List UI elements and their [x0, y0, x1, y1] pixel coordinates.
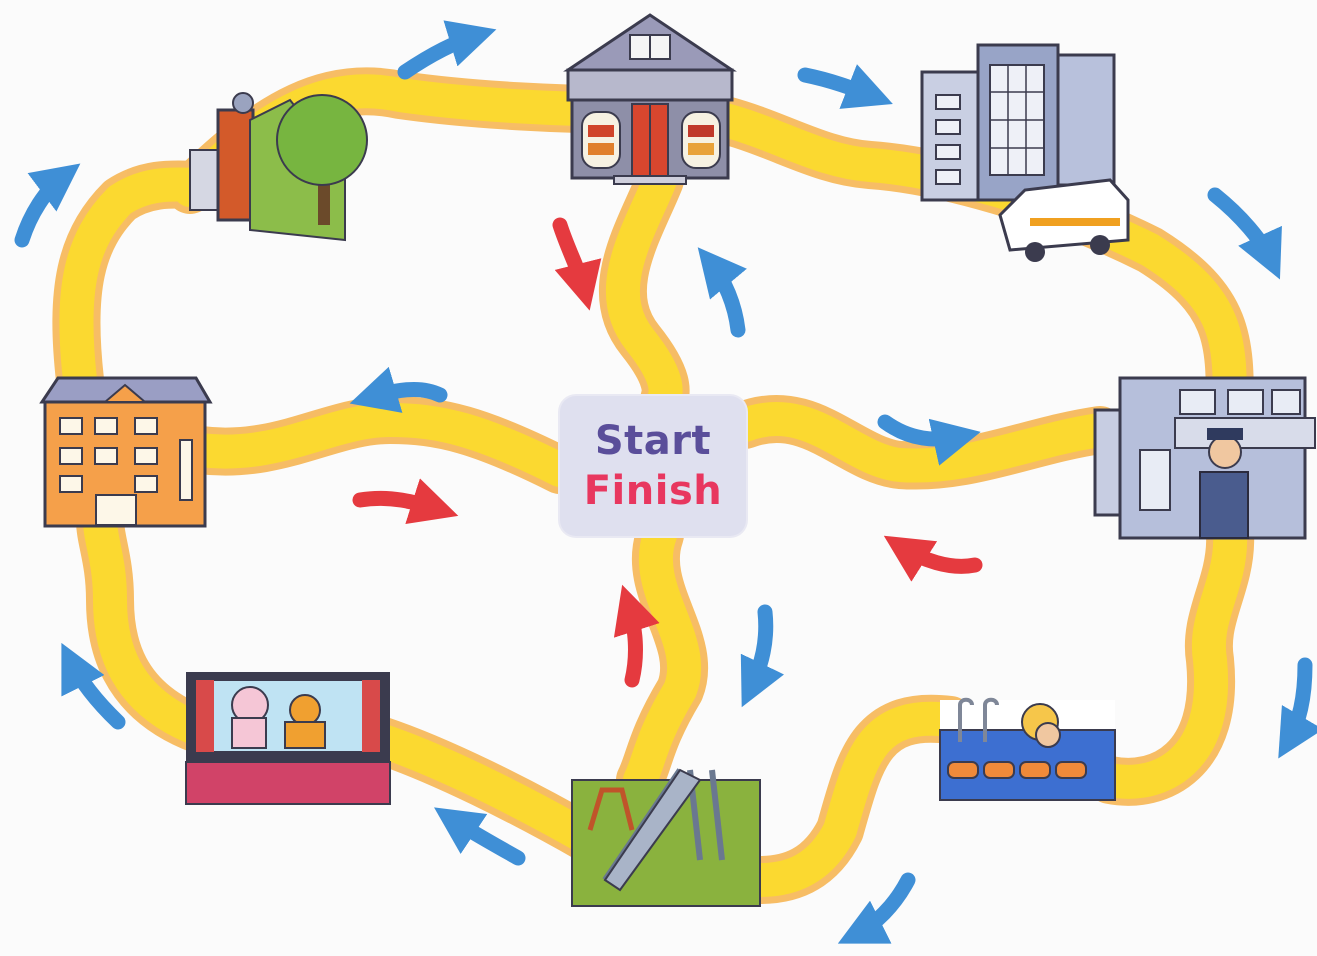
- red-arrow-icon: [552, 217, 602, 311]
- library-building: [563, 13, 737, 185]
- playground: [571, 768, 761, 907]
- blue-arrows: [14, 20, 1317, 944]
- blue-arrow-icon: [697, 247, 747, 338]
- police-station-building: [1093, 376, 1316, 540]
- red-arrow-icon: [883, 535, 983, 582]
- hospital-building: [920, 43, 1130, 262]
- swimming-pool: [939, 697, 1116, 801]
- blue-arrow-icon: [61, 642, 126, 730]
- road-network: [52, 67, 1255, 904]
- blue-arrow-icon: [1278, 657, 1317, 759]
- blue-arrow-icon: [797, 64, 893, 109]
- blue-arrow-icon: [837, 872, 916, 944]
- blue-arrow-icon: [740, 604, 785, 708]
- blue-arrow-icon: [349, 366, 448, 413]
- start-finish-box: Start Finish: [560, 396, 746, 536]
- park-gate: [189, 92, 368, 242]
- blue-arrow-icon: [397, 20, 497, 80]
- red-arrow-icon: [613, 584, 660, 688]
- school-building: [39, 376, 213, 528]
- red-arrow-icon: [352, 478, 459, 525]
- finish-label: Finish: [583, 468, 723, 514]
- red-arrows: [352, 217, 983, 688]
- blue-arrow-icon: [1207, 187, 1282, 280]
- blue-arrow-icon: [434, 807, 526, 866]
- blue-arrow-icon: [14, 163, 81, 248]
- blue-arrow-icon: [877, 414, 981, 466]
- cinema: [185, 672, 391, 805]
- start-label: Start: [594, 418, 712, 464]
